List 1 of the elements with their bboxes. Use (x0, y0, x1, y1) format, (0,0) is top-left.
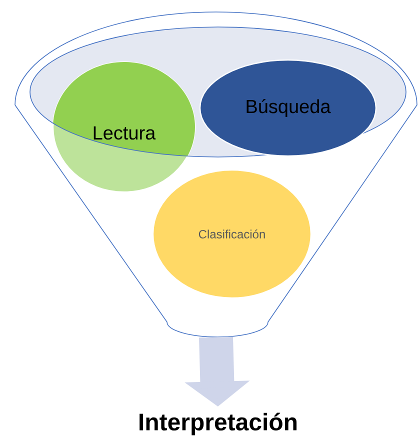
title-text: Interpretación (140, 412, 297, 436)
